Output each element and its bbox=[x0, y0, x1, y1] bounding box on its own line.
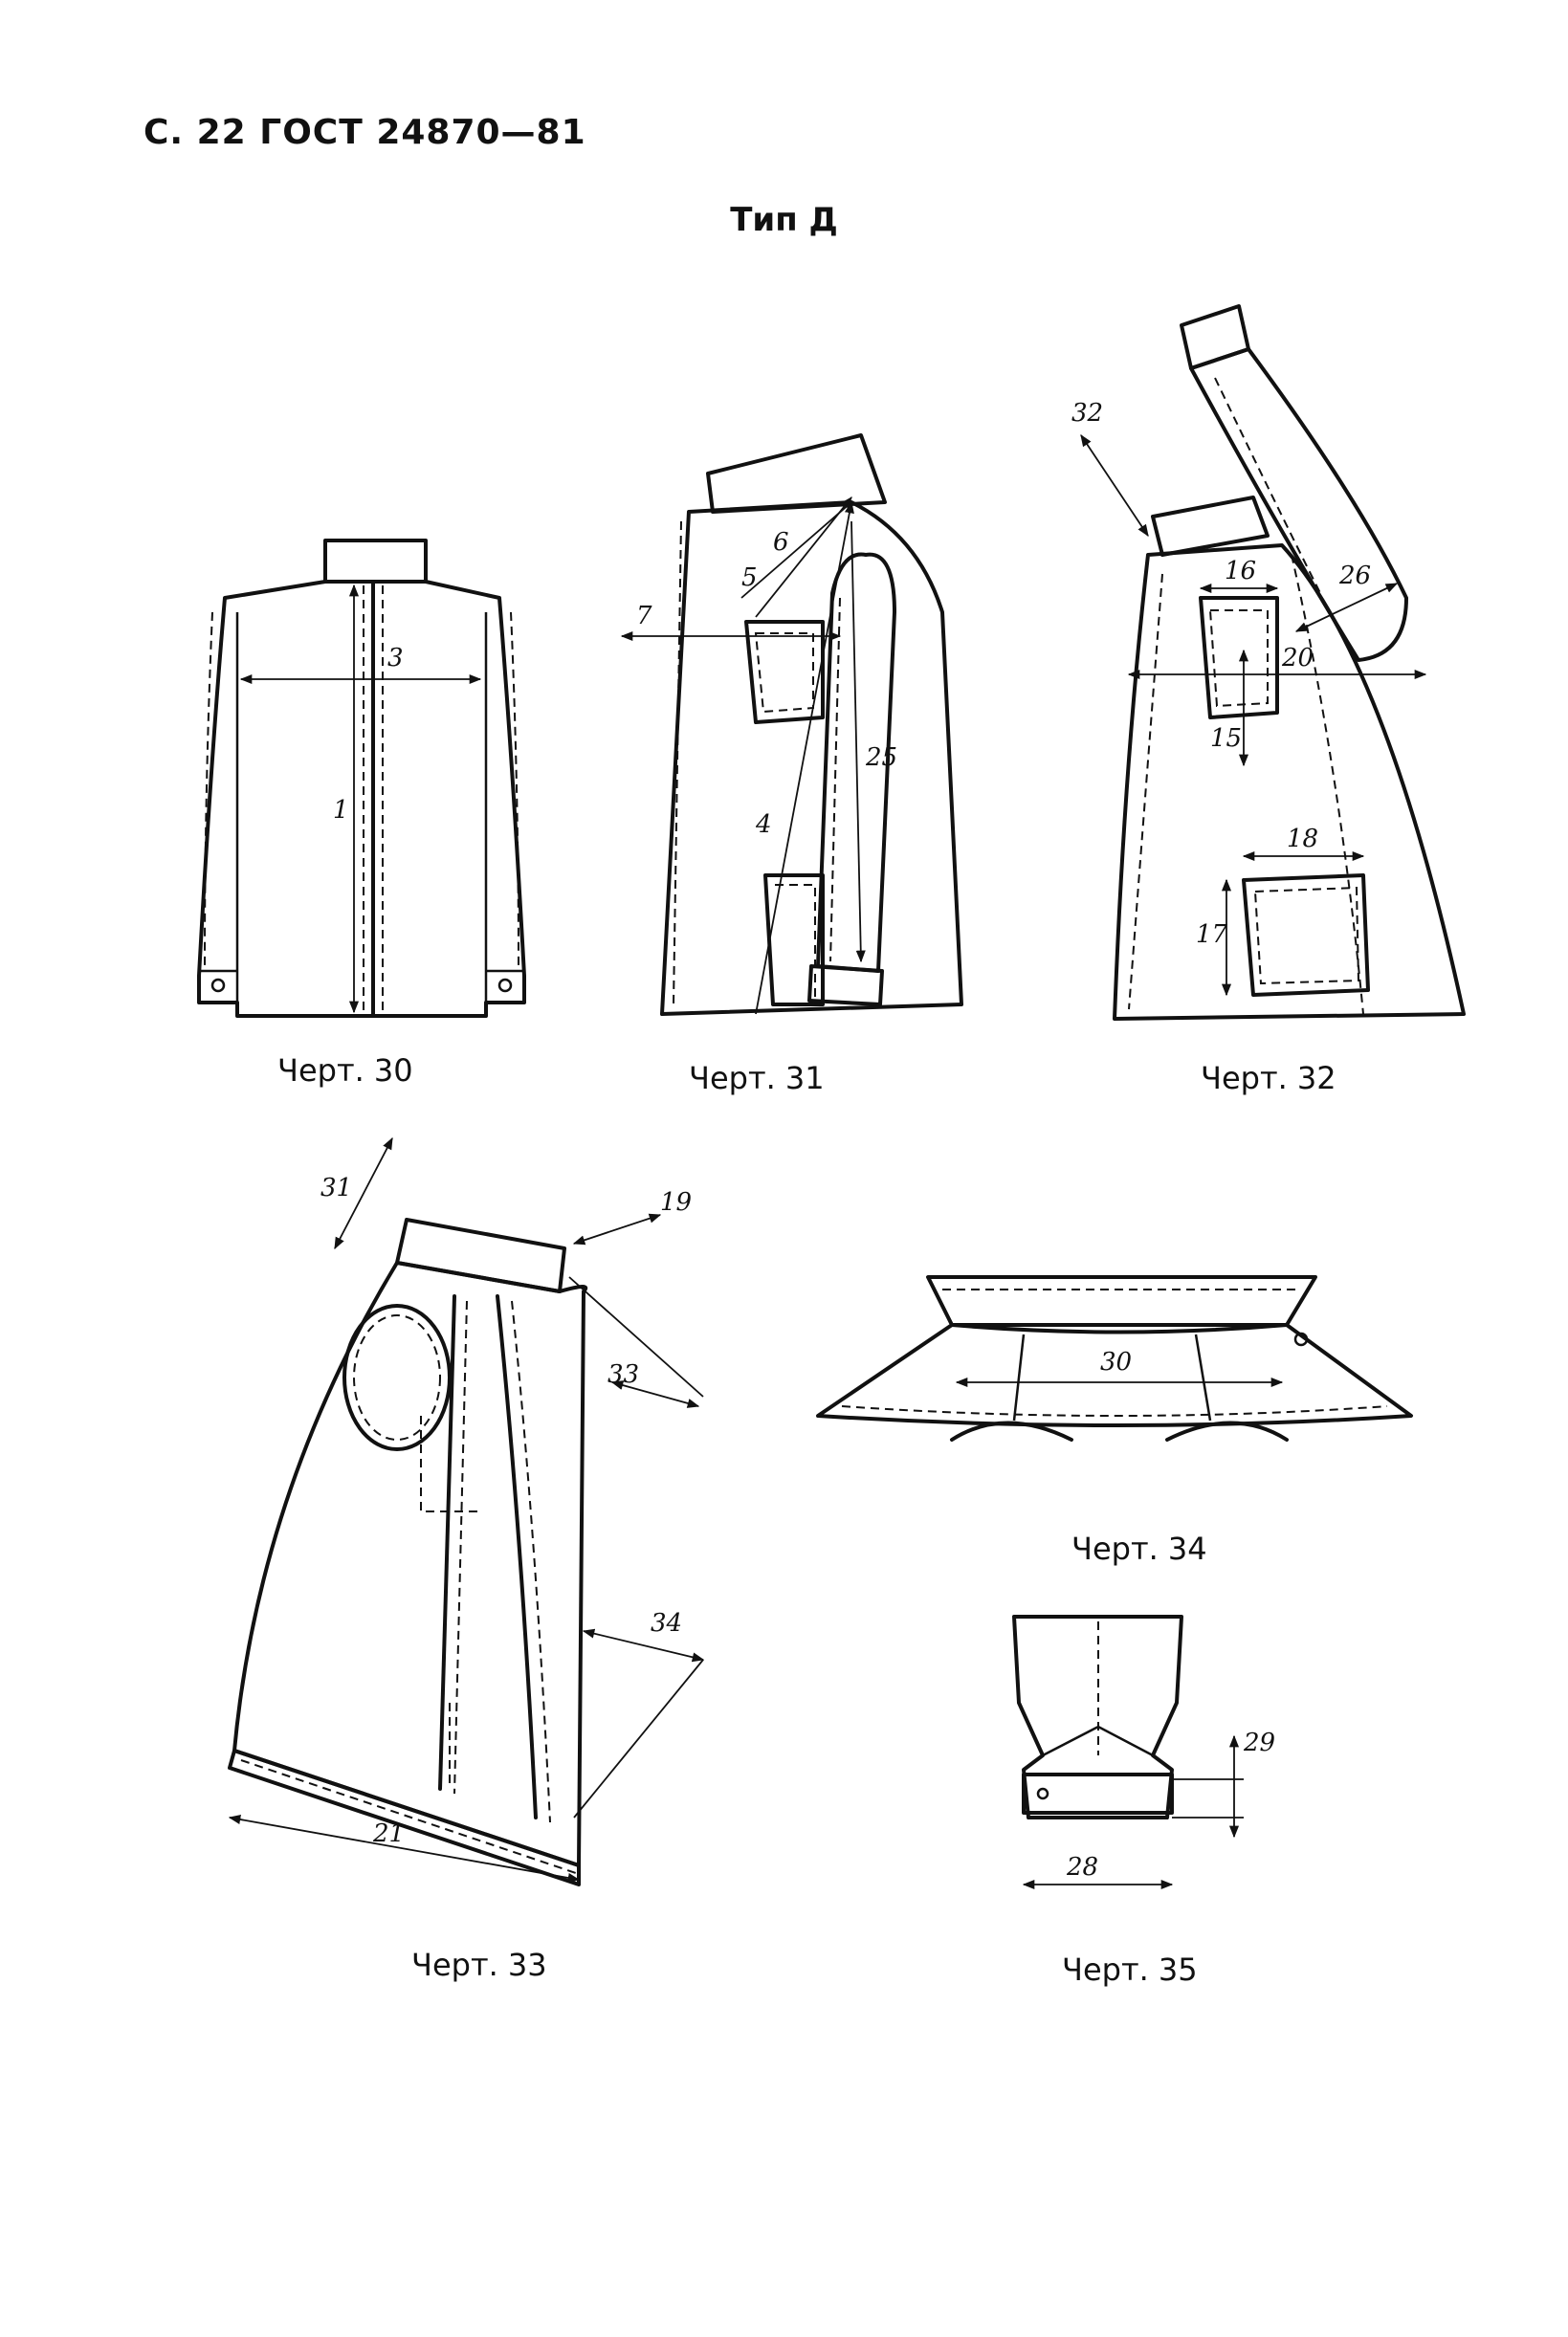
label-18: 18 bbox=[1287, 825, 1318, 853]
caption-35: Черт. 35 bbox=[1062, 1951, 1198, 1988]
caption-34: Черт. 34 bbox=[1071, 1531, 1207, 1567]
label-1: 1 bbox=[333, 796, 349, 825]
drawing-32: 32 16 26 20 15 18 17 bbox=[1071, 304, 1466, 1021]
caption-32: Черт. 32 bbox=[1201, 1060, 1336, 1096]
label-25: 25 bbox=[865, 743, 897, 772]
caption-31: Черт. 31 bbox=[689, 1060, 825, 1096]
drawing-30: 3 1 bbox=[197, 539, 526, 1018]
label-6: 6 bbox=[773, 528, 789, 557]
caption-33: Черт. 33 bbox=[411, 1947, 547, 1983]
drawing-33: 31 19 33 34 21 bbox=[228, 1136, 705, 1886]
type-title: Тип Д bbox=[730, 201, 838, 239]
label-32: 32 bbox=[1071, 399, 1103, 428]
label-19: 19 bbox=[660, 1188, 692, 1217]
label-30: 30 bbox=[1100, 1348, 1132, 1377]
label-33: 33 bbox=[607, 1360, 639, 1389]
drawing-35: 29 28 bbox=[1012, 1615, 1275, 1890]
label-28: 28 bbox=[1066, 1853, 1098, 1882]
label-7: 7 bbox=[636, 602, 652, 630]
label-17: 17 bbox=[1196, 920, 1228, 949]
page-header: С. 22 ГОСТ 24870—81 bbox=[144, 113, 586, 152]
label-4: 4 bbox=[755, 810, 772, 839]
label-5: 5 bbox=[741, 563, 758, 592]
caption-30: Черт. 30 bbox=[277, 1052, 413, 1089]
label-29: 29 bbox=[1243, 1729, 1275, 1757]
label-34: 34 bbox=[651, 1609, 682, 1638]
drawing-31: 7 5 6 4 25 bbox=[620, 433, 963, 1016]
label-21: 21 bbox=[372, 1819, 405, 1848]
label-20: 20 bbox=[1281, 644, 1314, 672]
label-26: 26 bbox=[1338, 562, 1371, 590]
label-16: 16 bbox=[1225, 557, 1256, 585]
label-3: 3 bbox=[387, 644, 404, 672]
label-15: 15 bbox=[1210, 724, 1242, 753]
drawing-34: 30 bbox=[816, 1275, 1413, 1442]
label-31: 31 bbox=[320, 1174, 352, 1202]
